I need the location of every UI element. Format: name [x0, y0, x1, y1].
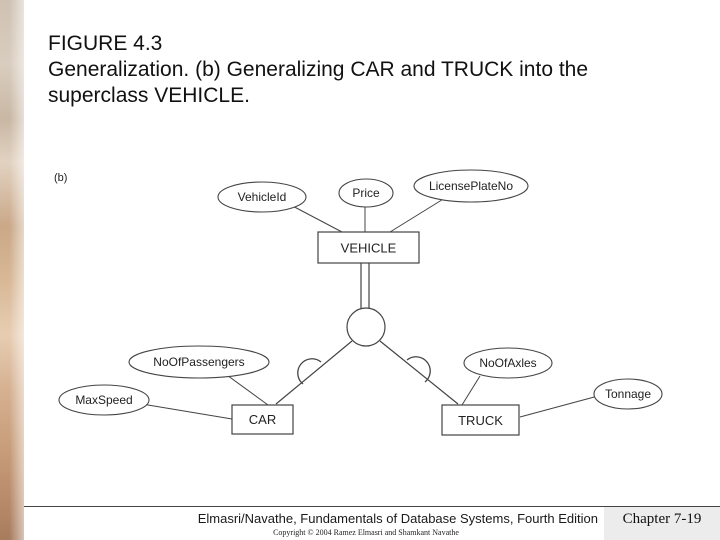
- truck-entity: TRUCK: [441, 404, 520, 436]
- superclass-link: [360, 263, 370, 310]
- attribute-noofaxles: NoOfAxles: [463, 347, 553, 379]
- figure-caption-line-1: Generalization. (b) Generalizing CAR and…: [48, 58, 589, 81]
- truck-subset-icon: [406, 356, 431, 383]
- attribute-vehicleid: VehicleId: [217, 181, 307, 213]
- specialization-circle: [346, 307, 386, 347]
- svg-text:NoOfAxles: NoOfAxles: [479, 356, 536, 370]
- slide-title: FIGURE 4.3 Generalization. (b) Generaliz…: [48, 31, 708, 109]
- panel-label: (b): [54, 172, 67, 184]
- svg-text:MaxSpeed: MaxSpeed: [75, 393, 132, 407]
- svg-text:VehicleId: VehicleId: [238, 190, 287, 204]
- subset-symbols: [297, 356, 431, 385]
- chapter-label: Chapter 7-19: [604, 507, 720, 540]
- svg-text:CAR: CAR: [249, 412, 276, 427]
- attribute-tonnage: Tonnage: [593, 378, 663, 410]
- attribute-price: Price: [338, 178, 394, 208]
- attribute-maxspeed: MaxSpeed: [58, 384, 150, 416]
- svg-text:Tonnage: Tonnage: [605, 387, 651, 401]
- car-subset-icon: [297, 358, 322, 385]
- footer-copyright: Copyright © 2004 Ramez Elmasri and Shamk…: [273, 528, 459, 537]
- svg-text:TRUCK: TRUCK: [458, 413, 503, 428]
- footer-book-title: Elmasri/Navathe, Fundamentals of Databas…: [197, 511, 598, 526]
- subclass-links: [275, 340, 459, 405]
- svg-text:VEHICLE: VEHICLE: [341, 241, 397, 256]
- svg-text:NoOfPassengers: NoOfPassengers: [153, 355, 244, 369]
- attribute-licenseplateno: LicensePlateNo: [413, 169, 529, 203]
- svg-text:Price: Price: [352, 186, 380, 200]
- figure-number: FIGURE 4.3: [48, 32, 163, 55]
- vehicle-entity: VEHICLE: [317, 231, 420, 264]
- figure-caption-line-2: superclass VEHICLE.: [48, 84, 250, 107]
- decorative-side-strip: [0, 0, 24, 540]
- car-entity: CAR: [231, 404, 294, 435]
- svg-text:LicensePlateNo: LicensePlateNo: [429, 179, 513, 193]
- footer-divider: [24, 506, 720, 507]
- attribute-noofpassengers: NoOfPassengers: [128, 345, 270, 379]
